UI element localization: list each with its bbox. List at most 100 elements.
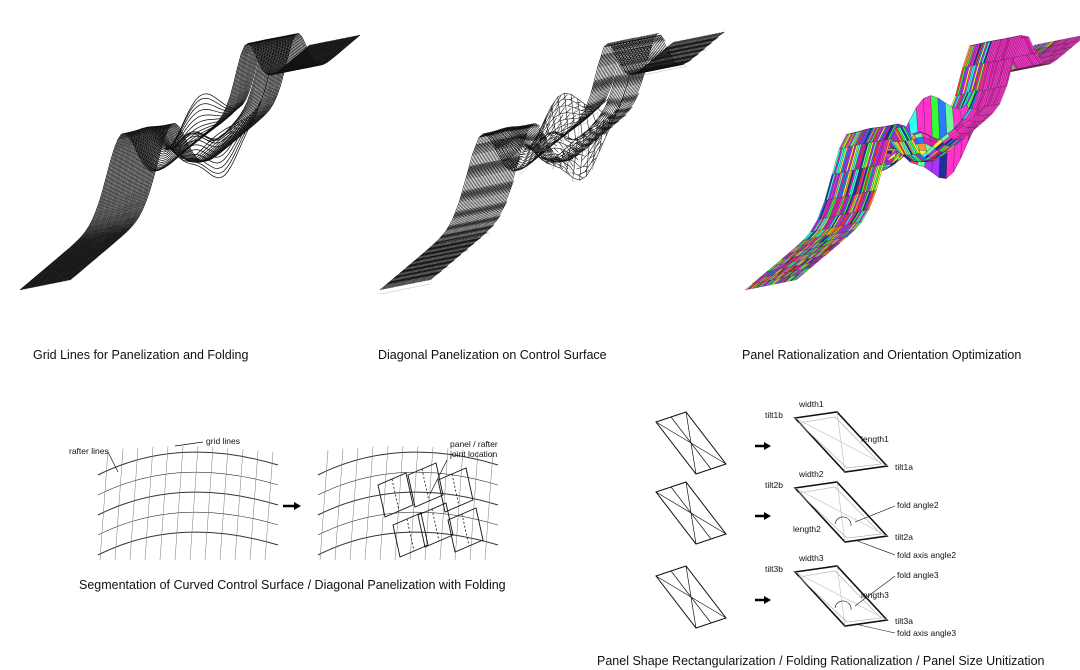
- diagonal-panel: [412, 253, 425, 263]
- diagonal-panel: [633, 46, 645, 86]
- diagonal-panel: [675, 51, 687, 62]
- diagonal-panel: [627, 93, 640, 112]
- diagonal-panel: [621, 37, 634, 63]
- diagonal-panel: [505, 137, 518, 153]
- label-grid-lines: grid lines: [206, 436, 240, 446]
- diagonal-panel: [463, 207, 476, 228]
- diagonal-panel: [434, 257, 446, 267]
- diagonal-panel: [671, 48, 683, 58]
- diagonal-panel: [422, 255, 435, 265]
- diagonal-panel: [682, 50, 695, 60]
- diagonal-panel: [672, 39, 684, 49]
- diagonal-panel: [382, 280, 395, 290]
- diagonal-panel: [484, 160, 497, 198]
- diagonal-panel: [595, 127, 607, 137]
- diagonal-panel: [587, 120, 599, 132]
- diagonal-panel: [585, 120, 598, 133]
- diagonal-panel: [458, 189, 470, 219]
- diagonal-panel: [692, 44, 704, 54]
- diagonal-panel: [557, 153, 570, 161]
- diagonal-panel: [462, 188, 475, 218]
- diagonal-panel: [487, 183, 499, 213]
- diagonal-panel: [672, 48, 685, 58]
- grid-line: [41, 38, 333, 286]
- diagonal-panel: [660, 50, 673, 60]
- diagonal-panel: [452, 230, 464, 242]
- diagonal-panel: [678, 59, 691, 66]
- diagonal-panel: [384, 280, 396, 290]
- diagonal-panel: [515, 134, 528, 170]
- diagonal-panel: [677, 55, 690, 65]
- diagonal-panel: [394, 278, 407, 288]
- diagonal-panel: [689, 40, 702, 50]
- diagonal-panel: [474, 142, 487, 178]
- diagonal-panel: [520, 123, 533, 146]
- diagonal-panel: [455, 189, 467, 220]
- label-length: length1: [861, 434, 889, 444]
- diagonal-panel: [508, 155, 521, 193]
- diagonal-panel: [592, 111, 604, 126]
- diagonal-panel: [438, 252, 450, 262]
- diagonal-panel: [707, 32, 719, 42]
- diagonal-panel: [596, 77, 608, 108]
- diagonal-panel: [450, 231, 463, 242]
- diagonal-panel: [445, 250, 458, 261]
- diagonal-panel: [447, 231, 460, 243]
- diagonal-panel: [710, 32, 722, 42]
- diagonal-panel: [602, 51, 615, 91]
- diagonal-panel: [698, 43, 711, 53]
- diagonal-panel: [425, 267, 438, 277]
- diagonal-panel: [471, 186, 484, 216]
- diagonal-panel: [679, 38, 692, 48]
- diagonal-panel: [517, 155, 529, 161]
- diagonal-panel: [488, 183, 501, 213]
- diagonal-panel: [417, 252, 429, 262]
- diagonal-panel: [574, 107, 586, 111]
- diagonal-panel: [449, 245, 461, 256]
- diagonal-panel: [480, 204, 493, 225]
- diagonal-panel: [414, 252, 426, 263]
- diagonal-panel: [612, 39, 624, 65]
- diagonal-panel: [419, 260, 431, 270]
- diagonal-panel: [429, 262, 441, 272]
- diagonal-panel: [466, 164, 479, 202]
- diagonal-panel: [422, 268, 435, 278]
- diagonal-panel: [607, 98, 620, 121]
- diagonal-panel: [685, 37, 698, 47]
- diagonal-panel: [576, 143, 589, 153]
- diagonal-panel: [565, 148, 578, 158]
- diagonal-panel: [482, 140, 494, 177]
- diagonal-panel: [408, 262, 421, 272]
- diagonal-panel: [559, 154, 571, 162]
- diagonal-panel: [631, 46, 644, 86]
- label-tilt-b: tilt1b: [765, 410, 783, 420]
- diagonal-panel: [449, 241, 462, 251]
- diagonal-panel: [459, 243, 472, 253]
- diagonal-panel: [423, 272, 436, 282]
- diagonal-panel: [477, 204, 490, 225]
- diagonal-panel: [472, 163, 485, 200]
- diagonal-panel: [454, 235, 467, 246]
- diagonal-panel: [684, 50, 696, 60]
- diagonal-panel: [430, 240, 443, 251]
- diagonal-panel: [491, 141, 504, 162]
- diagonal-panel: [561, 102, 573, 107]
- diagonal-panel: [427, 262, 440, 273]
- diagonal-panel: [389, 274, 401, 285]
- diagonal-panel: [562, 154, 574, 162]
- diagonal-panel: [609, 40, 621, 66]
- diagonal-panel: [581, 142, 593, 152]
- diagonal-panel: [594, 120, 606, 127]
- diagonal-panel: [472, 142, 485, 179]
- curved-control-surface-grid: [97, 446, 279, 561]
- diagonal-panel: [469, 206, 482, 227]
- diagonal-panel: [443, 232, 455, 244]
- diagonal-panel: [473, 162, 486, 200]
- diagonal-panel: [681, 37, 693, 48]
- rafter-line: [439, 232, 490, 244]
- diagonal-panel: [700, 42, 712, 52]
- diagonal-panel: [599, 126, 612, 136]
- diagonal-panel: [457, 208, 470, 229]
- diagonal-panel: [474, 185, 487, 216]
- diagonal-panel: [561, 158, 574, 162]
